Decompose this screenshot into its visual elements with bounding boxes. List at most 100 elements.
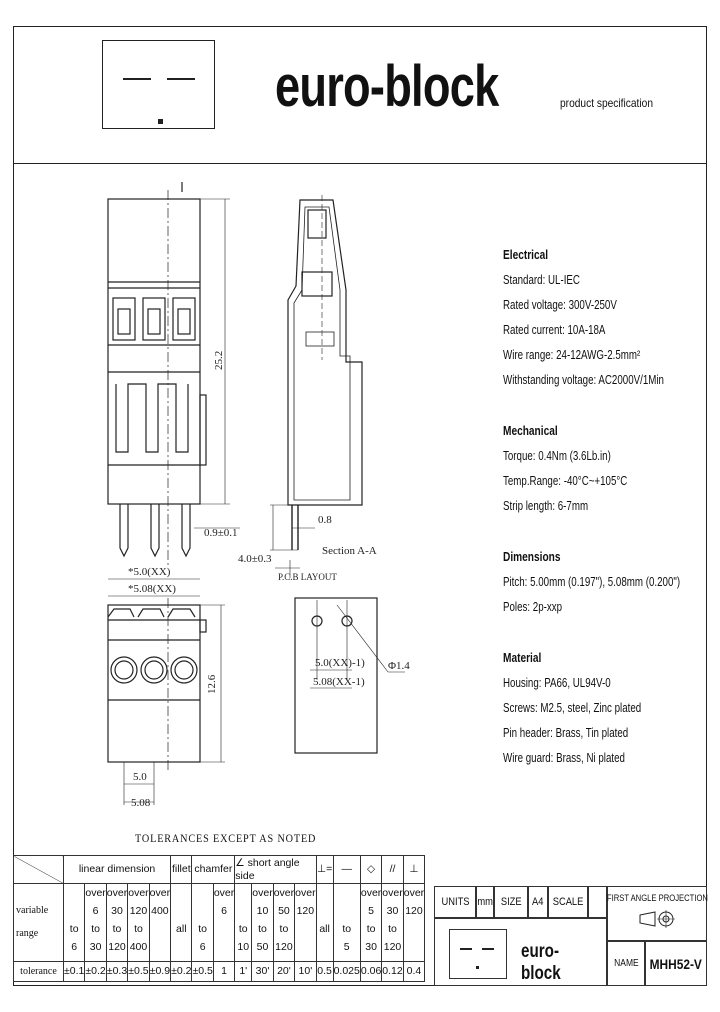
units-label-cell: UNITS — [434, 886, 476, 918]
spec-line: Rated current: 10A-18A — [503, 323, 606, 337]
range-cell: all — [170, 883, 193, 962]
spec-line: Wire guard: Brass, Ni plated — [503, 751, 625, 765]
range-text: all — [319, 922, 330, 935]
size-value-cell: A4 — [528, 886, 548, 918]
range-text: 50 — [256, 940, 269, 953]
col-fillet: fillet — [170, 855, 193, 884]
name-label-cell: NAME — [607, 941, 645, 986]
spec-heading-dimensions: Dimensions — [503, 549, 561, 564]
spec-line: Strip length: 6-7mm — [503, 499, 589, 513]
range-text — [192, 905, 212, 923]
corner-cell — [13, 855, 64, 884]
projection-cell: FIRST ANGLE PROJECTION — [606, 886, 708, 941]
tolerance-value: ±0.2 — [84, 961, 107, 982]
range-text: to — [69, 922, 79, 935]
spec-heading-material: Material — [503, 650, 542, 665]
range-text — [235, 905, 251, 923]
col-sym-d: // — [381, 855, 404, 884]
range-text: to — [238, 922, 248, 935]
col-sym-e: ⊥ — [402, 855, 426, 884]
dim-pin: 0.9±0.1 — [204, 527, 238, 539]
col-linear: linear dimension — [62, 855, 172, 884]
range-text: 120 — [383, 940, 402, 953]
spec-line: Standard: UL-IEC — [503, 273, 580, 287]
size-label-cell: SIZE — [494, 886, 528, 918]
col-sym-a: ⊥= — [315, 855, 334, 884]
range-text — [171, 905, 191, 923]
range-text — [214, 923, 234, 941]
range-text: over — [128, 886, 149, 899]
range-text — [171, 941, 191, 959]
range-text: 120 — [108, 940, 126, 953]
col-sym-c: ◇ — [359, 855, 383, 884]
range-text — [317, 887, 333, 905]
tolerance-value: 20' — [272, 961, 296, 982]
title-block-brand-cell: euro-block — [434, 918, 607, 986]
range-text: over — [273, 886, 295, 899]
scale-value-cell — [588, 886, 607, 918]
range-text: to — [134, 922, 143, 935]
range-text — [150, 941, 170, 959]
range-text: over — [106, 886, 128, 899]
tolerance-value: ±0.3 — [105, 961, 129, 982]
dim-pin-length: 4.0±0.3 — [238, 553, 272, 565]
range-text — [404, 941, 424, 959]
range-text — [317, 941, 333, 959]
logo — [102, 40, 215, 129]
tolerance-value: 10' — [294, 961, 317, 982]
spec-line: Withstanding voltage: AC2000V/1Min — [503, 373, 664, 387]
range-text: over — [403, 886, 425, 899]
tolerance-value: 30' — [251, 961, 274, 982]
spec-line: Rated voltage: 300V-250V — [503, 298, 617, 312]
brand-subtitle: product specification — [560, 96, 653, 110]
range-text: 120 — [405, 904, 423, 917]
range-text: 30 — [89, 940, 102, 953]
spec-line: Torque: 0.4Nm (3.6Lb.in) — [503, 449, 611, 463]
range-text: over — [85, 886, 106, 899]
range-text: to — [342, 922, 352, 935]
tolerance-value: 1' — [234, 961, 253, 982]
tolerance-value: 0.06 — [359, 961, 383, 982]
range-cell: over 120 — [402, 883, 426, 962]
spec-line: Wire range: 24-12AWG-2.5mm² — [503, 348, 641, 362]
range-text — [64, 887, 84, 905]
dim-length-a: *5.0(XX) — [128, 566, 171, 578]
range-text: to — [198, 922, 208, 935]
spec-line: Poles: 2p-xxp — [503, 600, 563, 614]
range-text: 120 — [275, 940, 293, 953]
tolerance-value: 0.5 — [315, 961, 334, 982]
range-text: 6 — [71, 940, 78, 953]
angle-icon: ∠ — [235, 857, 245, 870]
header-divider — [13, 163, 707, 164]
row-label-variable: variable — [16, 905, 49, 917]
range-text: over — [360, 886, 382, 899]
range-text — [171, 887, 191, 905]
range-text — [214, 941, 234, 959]
tolerance-table: linear dimension fillet chamfer ∠ short … — [13, 855, 426, 982]
spec-heading-electrical: Electrical — [503, 247, 549, 262]
tolerance-value: ±0.5 — [127, 961, 150, 982]
tolerance-value: ±0.2 — [170, 961, 193, 982]
scale-label-cell: SCALE — [548, 886, 588, 918]
spec-line: Pitch: 5.00mm (0.197"), 5.08mm (0.200") — [503, 575, 681, 589]
tolerance-value: 0.4 — [402, 961, 426, 982]
range-text: over — [252, 886, 273, 899]
dim-pitch-b: 5.08 — [131, 797, 151, 809]
technical-drawing: 25.2 0.9±0.1 *5.0(XX) *5.08(XX) 12.6 5.0… — [107, 182, 410, 809]
range-text: 10 — [256, 904, 269, 917]
pcb-pitch-a: 5.0(XX)-1) — [315, 657, 365, 669]
range-text: 50 — [278, 904, 290, 917]
pcb-layout-view — [294, 597, 405, 754]
col-sym-b: — — [332, 855, 361, 884]
tolerance-value: 0.12 — [381, 961, 404, 982]
brand-title: euro-block — [275, 54, 499, 119]
spec-line: Housing: PA66, UL94V-0 — [503, 676, 611, 690]
range-text — [334, 887, 360, 905]
col-chamfer: chamfer — [191, 855, 236, 884]
range-text: 5 — [368, 904, 374, 917]
